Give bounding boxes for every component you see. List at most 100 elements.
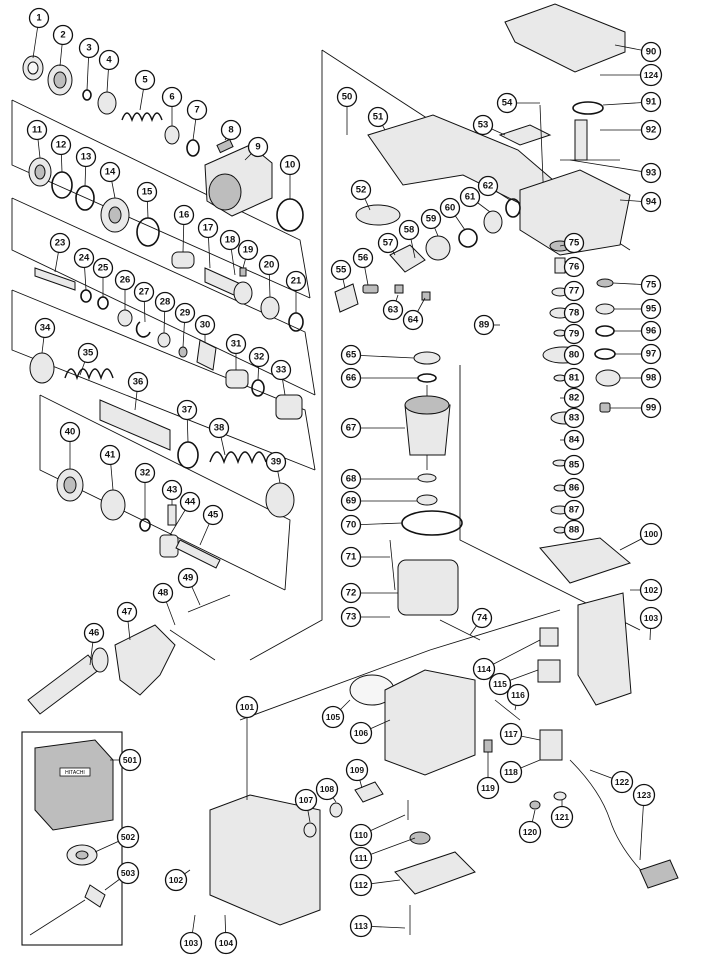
callout-number: 46: [89, 628, 100, 639]
callout-8: 8: [220, 119, 242, 141]
callout-number: 17: [203, 223, 214, 234]
callout-85: 85: [563, 454, 585, 476]
callout-number: 15: [142, 187, 153, 198]
callout-119: 119: [476, 776, 500, 800]
callout-61: 61: [459, 186, 481, 208]
callout-121: 121: [550, 805, 574, 829]
callout-97: 97: [640, 343, 662, 365]
callout-11: 11: [26, 119, 48, 141]
callout-number: 103: [184, 938, 198, 948]
callout-number: 14: [105, 167, 116, 178]
callout-7: 7: [186, 99, 208, 121]
callout-83: 83: [563, 407, 585, 429]
callout-number: 89: [479, 320, 490, 331]
callout-number: 77: [569, 286, 580, 297]
callout-number: 103: [644, 613, 658, 623]
callout-number: 503: [121, 868, 135, 878]
callout-number: 94: [646, 197, 657, 208]
row-five-parts: [56, 468, 221, 569]
callout-number: 62: [483, 181, 494, 192]
callout-number: 121: [555, 812, 569, 822]
callout-number: 32: [254, 352, 265, 363]
callout-number: 13: [81, 152, 92, 163]
callout-number: 49: [183, 573, 194, 584]
callout-number: 107: [299, 795, 313, 805]
row-three-parts: [34, 267, 303, 420]
callout-number: 26: [120, 275, 131, 286]
callout-number: 65: [346, 350, 357, 361]
callout-number: 111: [354, 853, 368, 863]
callout-number: 10: [285, 160, 296, 171]
callout-60: 60: [439, 197, 461, 219]
callout-112: 112: [349, 873, 373, 897]
callout-5: 5: [134, 69, 156, 91]
callout-number: 102: [644, 585, 658, 595]
callout-57: 57: [377, 232, 399, 254]
callout-number: 20: [264, 260, 275, 271]
callout-80: 80: [563, 344, 585, 366]
callout-32: 32: [248, 346, 270, 368]
callout-number: 40: [65, 427, 76, 438]
callout-13: 13: [75, 146, 97, 168]
callout-number: 37: [182, 405, 193, 416]
callout-number: 123: [637, 790, 651, 800]
callout-9: 9: [247, 136, 269, 158]
callout-number: 81: [569, 373, 580, 384]
callout-113: 113: [349, 914, 373, 938]
callout-number: 7: [194, 105, 199, 116]
callout-89: 89: [473, 314, 495, 336]
callout-109: 109: [345, 758, 369, 782]
callout-34: 34: [34, 317, 56, 339]
callout-number: 66: [346, 373, 357, 384]
callout-number: 28: [160, 297, 171, 308]
callout-number: 119: [481, 783, 495, 793]
callout-72: 72: [340, 582, 362, 604]
callout-3: 3: [78, 37, 100, 59]
callout-6: 6: [161, 86, 183, 108]
callout-93: 93: [640, 162, 662, 184]
callout-number: 64: [408, 315, 419, 326]
callout-27: 27: [133, 281, 155, 303]
callout-87: 87: [563, 499, 585, 521]
callout-number: 35: [83, 348, 94, 359]
callout-number: 90: [646, 47, 657, 58]
callout-number: 75: [569, 238, 580, 249]
callout-number: 73: [346, 612, 357, 623]
callout-24: 24: [73, 247, 95, 269]
callout-number: 33: [276, 365, 287, 376]
callout-54: 54: [496, 92, 518, 114]
callout-20: 20: [258, 254, 280, 276]
callout-84: 84: [563, 429, 585, 451]
callout-number: 95: [646, 304, 657, 315]
callout-59: 59: [420, 208, 442, 230]
callout-number: 104: [219, 938, 233, 948]
callout-36: 36: [127, 371, 149, 393]
callout-101: 101: [235, 695, 259, 719]
callout-104: 104: [214, 931, 238, 955]
callout-number: 68: [346, 474, 357, 485]
callout-number: 9: [255, 142, 260, 153]
callout-32-b: 32: [134, 462, 156, 484]
callout-number: 67: [346, 423, 357, 434]
callout-1: 1: [28, 7, 50, 29]
callout-number: 75: [646, 280, 657, 291]
callout-number: 74: [477, 613, 488, 624]
housing-parts: [209, 669, 476, 935]
callout-91: 91: [640, 91, 662, 113]
callout-number: 93: [646, 168, 657, 179]
callout-43: 43: [161, 479, 183, 501]
callout-number: 117: [504, 729, 518, 739]
callout-40: 40: [59, 421, 81, 443]
callout-29: 29: [174, 302, 196, 324]
callout-23: 23: [49, 232, 71, 254]
callout-number: 84: [569, 435, 580, 446]
callout-number: 122: [615, 777, 629, 787]
callout-number: 18: [225, 235, 236, 246]
callout-106: 106: [349, 721, 373, 745]
callout-55: 55: [330, 259, 352, 281]
callout-79: 79: [563, 323, 585, 345]
callout-number: 114: [477, 664, 491, 674]
callout-49: 49: [177, 567, 199, 589]
callout-number: 502: [121, 832, 135, 842]
callout-labels: 1234567891011121314151617181920212324252…: [26, 7, 663, 955]
